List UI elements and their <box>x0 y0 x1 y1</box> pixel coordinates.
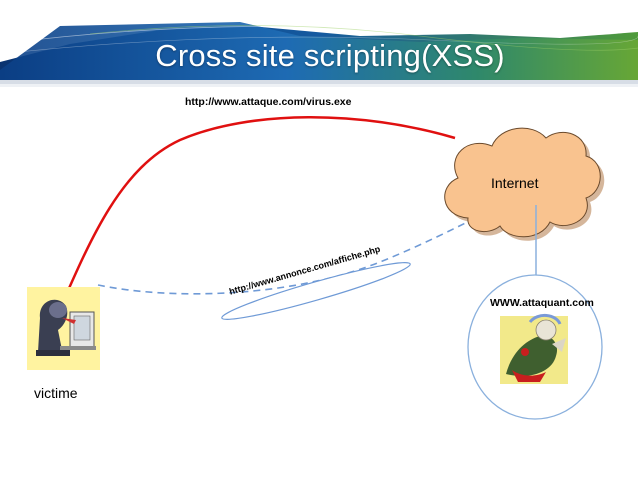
attacker-site-label: WWW.attaquant.com <box>490 297 594 309</box>
victim-label: victime <box>34 385 78 401</box>
red-download-arrow <box>51 116 456 328</box>
slide-title: Cross site scripting(XSS) <box>155 38 505 73</box>
computer-user-icon <box>27 287 100 370</box>
attacker-clipart-icon <box>500 314 568 384</box>
title-banner <box>0 0 638 92</box>
internet-label: Internet <box>491 175 539 191</box>
virus-url-label: http://www.attaque.com/virus.exe <box>185 96 352 108</box>
attacker-circle <box>467 274 603 420</box>
internet-cloud <box>444 127 605 241</box>
url-ellipse <box>221 262 411 320</box>
dashed-request-arrow <box>97 209 494 295</box>
